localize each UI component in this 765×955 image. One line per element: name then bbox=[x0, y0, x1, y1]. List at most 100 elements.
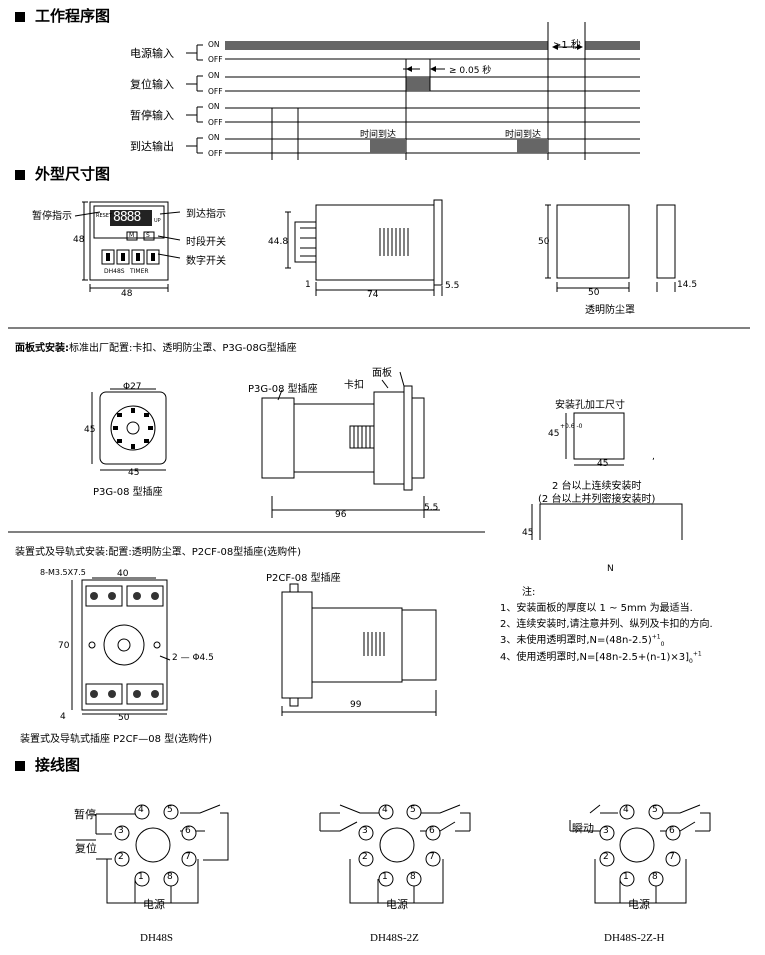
pin-5: 5 bbox=[167, 805, 173, 815]
pin-3: 3 bbox=[603, 826, 609, 836]
multi-install-2: (2 台以上并列密接安装时) bbox=[538, 494, 656, 505]
rail-drawings bbox=[71, 577, 437, 716]
dim-n: N bbox=[607, 564, 614, 574]
dim-74: 74 bbox=[367, 290, 379, 300]
pin-6: 6 bbox=[185, 826, 191, 836]
pin-8: 8 bbox=[167, 872, 173, 882]
signal-label-output: 到达输出 bbox=[130, 140, 174, 153]
pin-7: 7 bbox=[669, 852, 675, 862]
period-switch-label: 时段开关 bbox=[186, 237, 226, 248]
panel-label: 面板 bbox=[372, 368, 392, 379]
multi-install-1: 2 台以上连续安装时 bbox=[552, 481, 642, 492]
cover-front bbox=[556, 204, 630, 279]
m-switch bbox=[126, 231, 138, 241]
reset-mark: RESET bbox=[96, 213, 113, 219]
ge-005s-label: ≥ 0.05 秒 bbox=[449, 66, 492, 76]
on-label: ON bbox=[208, 102, 220, 111]
dim-5-5b: 5.5 bbox=[424, 503, 439, 513]
socket-caption: P3G-08 型插座 bbox=[93, 487, 163, 498]
screw-spec: 8-M3.5X7.5 bbox=[40, 568, 86, 577]
signal-label-pause: 暂停输入 bbox=[130, 109, 174, 122]
pin-4: 4 bbox=[382, 805, 388, 815]
on-label: ON bbox=[208, 133, 220, 142]
timer-mark: TIMER bbox=[130, 268, 149, 275]
s-switch bbox=[143, 231, 155, 241]
model-dh48s-2z: DH48S-2Z bbox=[370, 932, 419, 944]
multi-h: 45 bbox=[522, 528, 534, 538]
dim-48-width: 48 bbox=[121, 289, 133, 299]
section-heading-wiring: 接线图 bbox=[15, 754, 80, 775]
s-mark: S bbox=[146, 232, 150, 239]
pin-7: 7 bbox=[185, 852, 191, 862]
power-label: 电源 bbox=[143, 898, 165, 911]
pin-2: 2 bbox=[118, 852, 124, 862]
dim-44-8: 44.8 bbox=[268, 237, 289, 247]
p2cf-front bbox=[81, 579, 168, 711]
timing-diagram bbox=[186, 22, 640, 160]
wiring-dh48s bbox=[76, 804, 229, 904]
p3g-label: P3G-08 型插座 bbox=[248, 384, 318, 395]
display-window bbox=[93, 205, 165, 239]
multi-cutout-rect bbox=[539, 503, 683, 540]
clip-label: 卡扣 bbox=[344, 380, 364, 391]
pin-8: 8 bbox=[410, 872, 416, 882]
off-label: OFF bbox=[208, 55, 223, 64]
dim-1: 1 bbox=[305, 280, 311, 290]
section-heading-dimensions: 外型尺寸图 bbox=[15, 163, 110, 184]
front-panel-body bbox=[89, 201, 169, 281]
cover-label: 透明防尘罩 bbox=[585, 305, 635, 316]
rail-mount-heading: 装置式及导轨式安装:配置:透明防尘罩、P2CF-08型插座(选购件) bbox=[15, 547, 302, 558]
m-mark: M bbox=[129, 232, 135, 239]
power-label: 电源 bbox=[386, 898, 408, 911]
pin-3: 3 bbox=[362, 826, 368, 836]
digit-readout: 8888 bbox=[113, 210, 141, 225]
cutout-h: 45 bbox=[548, 429, 560, 439]
dim-50: 50 bbox=[118, 713, 130, 723]
note-1: 1、安装面板的厚度以 1 ~ 5mm 为最适当. bbox=[500, 603, 693, 614]
dim-45-width: 45 bbox=[128, 468, 140, 478]
pin-2: 2 bbox=[362, 852, 368, 862]
digit-switch-label: 数字开关 bbox=[186, 256, 226, 267]
dim-50-width: 50 bbox=[588, 288, 600, 298]
mount-drawings bbox=[8, 371, 683, 540]
outline-drawings bbox=[8, 199, 750, 329]
cutout-title: 安装孔加工尺寸 bbox=[555, 400, 625, 411]
pin-3: 3 bbox=[118, 826, 124, 836]
panel-mount-heading: 面板式安装:标准出厂配置:卡扣、透明防尘罩、P3G-08G型插座 bbox=[15, 343, 297, 354]
reset-label: 复位 bbox=[75, 842, 97, 855]
model-mark: DH48S bbox=[104, 268, 125, 275]
pin-4: 4 bbox=[138, 805, 144, 815]
note-4: 4、使用透明罩时,N=[48n-2.5+(n-1)×3]0+1 bbox=[500, 650, 702, 665]
up-mark: UP bbox=[154, 218, 161, 224]
dim-phi27: Φ27 bbox=[123, 382, 142, 392]
off-label: OFF bbox=[208, 118, 223, 127]
digit-display bbox=[110, 210, 152, 226]
dim-40: 40 bbox=[117, 569, 129, 579]
note-3: 3、未使用透明罩时,N=(48n-2.5)+10 bbox=[500, 633, 665, 648]
rail-caption: 装置式及导轨式插座 P2CF—08 型(选购件) bbox=[20, 734, 213, 745]
on-label: ON bbox=[208, 71, 220, 80]
wiring-dh48s-2z bbox=[319, 804, 471, 904]
model-dh48s-2z-h: DH48S-2Z-H bbox=[604, 932, 665, 944]
dim-96: 96 bbox=[335, 510, 347, 520]
pin-6: 6 bbox=[669, 826, 675, 836]
signal-label-reset: 复位输入 bbox=[130, 78, 174, 91]
pin-4: 4 bbox=[623, 805, 629, 815]
dim-45-height: 45 bbox=[84, 425, 96, 435]
cutout-tol: +0.6 -0 bbox=[560, 423, 583, 430]
cutout-w: 45 bbox=[597, 459, 609, 469]
dim-70: 70 bbox=[58, 641, 70, 651]
momentary-label: 瞬动 bbox=[572, 822, 594, 835]
dim-5-5: 5.5 bbox=[445, 281, 460, 291]
pin-1: 1 bbox=[138, 872, 144, 882]
comma-mark: , bbox=[652, 452, 655, 462]
arrival-label: 时间到达 bbox=[360, 130, 397, 140]
dim-4: 4 bbox=[60, 712, 66, 722]
dim-50-height: 50 bbox=[538, 237, 550, 247]
arrival-indicator-label: 到达指示 bbox=[186, 209, 226, 220]
pin-1: 1 bbox=[382, 872, 388, 882]
cutout-rect bbox=[573, 412, 625, 460]
dim-14-5: 14.5 bbox=[677, 280, 698, 290]
off-label: OFF bbox=[208, 87, 223, 96]
